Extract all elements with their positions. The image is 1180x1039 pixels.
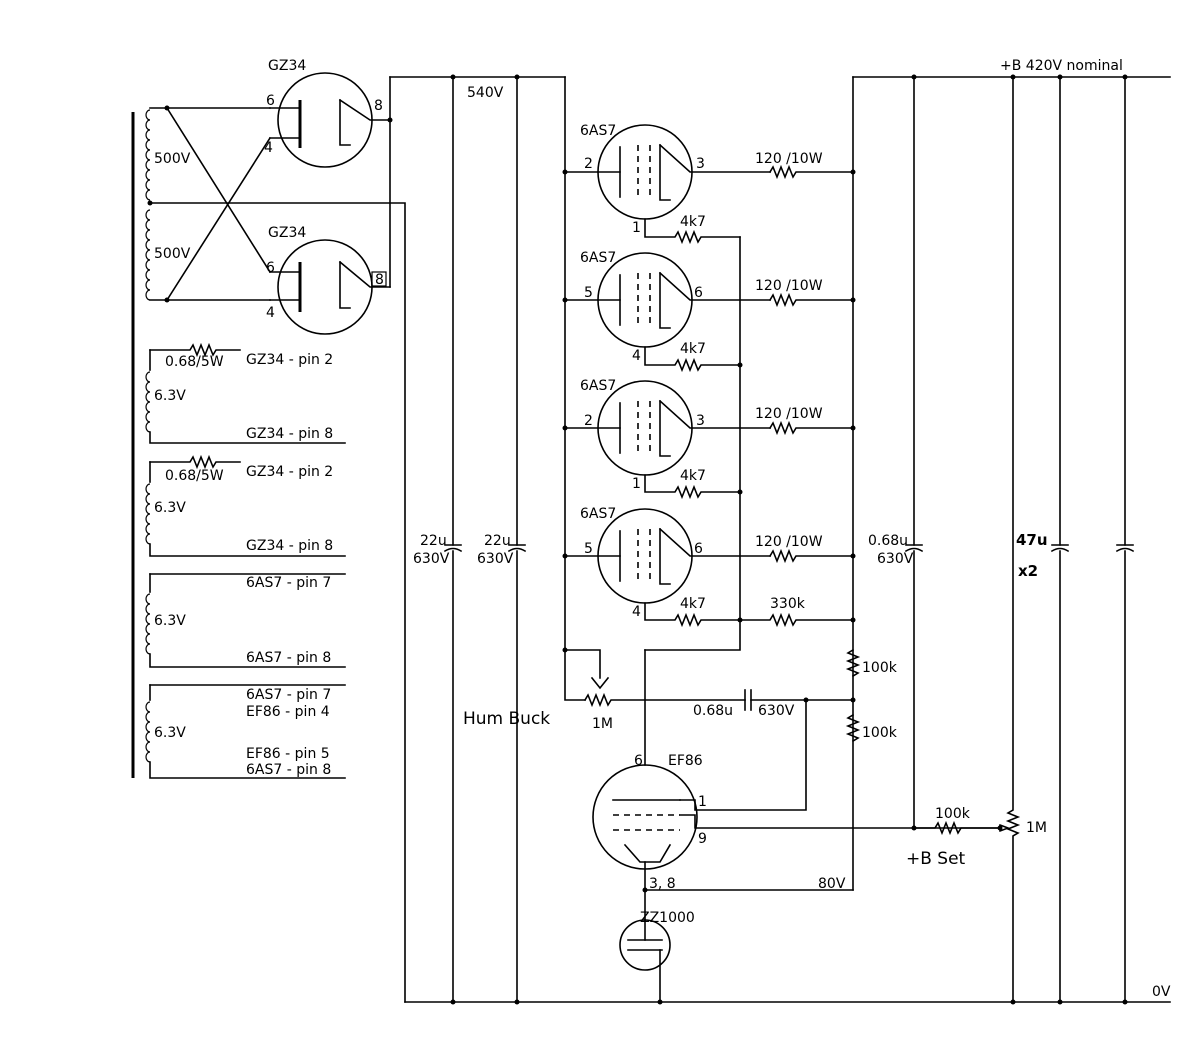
pin-ef-k: 3, 8 (649, 876, 676, 892)
label-hum-buck: Hum Buck (463, 709, 550, 729)
label-r-grid1: 4k7 (680, 214, 706, 230)
pin-t1-a: 1 (632, 220, 641, 236)
label-pot-1m-b: 1M (1026, 820, 1047, 836)
label-h2-top: GZ34 - pin 2 (246, 464, 333, 480)
tube-6as7-3: 6AS7 2 3 1 120 /10W 4k7 (562, 378, 856, 500)
rectifier-gz34-top: GZ34 6 4 8 (264, 58, 391, 168)
ref-tube-zz1000: ZZ1000 (619, 910, 695, 1005)
label-h4-a: 6AS7 - pin 7 (246, 687, 331, 703)
pin-t4-k: 6 (694, 541, 703, 557)
pin-t3-g: 2 (584, 413, 593, 429)
label-c2-val: 22u (484, 533, 511, 549)
pin-ef-g2: 9 (698, 831, 707, 847)
tube-ef86: EF86 6 1 9 3, 8 80V (592, 649, 1001, 921)
label-c4-mult: x2 (1018, 562, 1038, 580)
label-h3-top: 6AS7 - pin 7 (246, 575, 331, 591)
label-pot-1m-a: 1M (592, 716, 613, 732)
pin-r2-6: 6 (266, 260, 275, 276)
pin-r2-8: 8 (375, 272, 384, 288)
label-cap-hum-v: 630V (758, 703, 795, 719)
heater-winding-4: 6AS7 - pin 7 EF86 - pin 4 6.3V EF86 - pi… (145, 684, 346, 779)
cap-22u-1: 22u 630V (413, 74, 463, 1005)
heater-winding-1: 0.68/5W GZ34 - pin 2 6.3V GZ34 - pin 8 (145, 342, 346, 444)
cap-47u-pair: 47u x2 (1016, 74, 1135, 1005)
pin-r1-6: 6 (266, 93, 275, 109)
label-h2-bot: GZ34 - pin 8 (246, 538, 333, 554)
cap-068u: 0.68u 630V (868, 74, 924, 831)
pin-t1-g: 2 (584, 156, 593, 172)
label-ef86: EF86 (668, 753, 703, 769)
label-t2: 6AS7 (580, 250, 616, 266)
pin-ef-g1: 1 (698, 794, 707, 810)
pin-r1-4: 4 (264, 140, 273, 156)
pin-t2-g: 5 (584, 285, 593, 301)
label-80v: 80V (818, 876, 846, 892)
label-c4-val: 47u (1016, 531, 1048, 549)
b-set-network: 100k 1M +B Set (906, 74, 1047, 1005)
label-c3-volt: 630V (877, 551, 914, 567)
cap-22u-2: 22u 630V (477, 74, 527, 1005)
rectifier-gz34-bottom: GZ34 6 4 8 (266, 225, 391, 335)
pin-t2-k: 6 (694, 285, 703, 301)
pin-r1-8: 8 (374, 98, 383, 114)
label-gz34-1: GZ34 (268, 58, 306, 74)
label-h4-v: 6.3V (154, 725, 186, 741)
tube-6as7-2: 6AS7 5 6 4 120 /10W 4k7 (562, 250, 856, 373)
power-transformer: 500V 500V (131, 105, 406, 1003)
pin-t1-k: 3 (696, 156, 705, 172)
rails: +B 420V nominal 0V 540V (389, 58, 1171, 1003)
label-r-100k-b: 100k (862, 725, 898, 741)
label-c3-val: 0.68u (868, 533, 908, 549)
label-r-100k-a: 100k (862, 660, 898, 676)
hum-buck-network: 1M 0.68u 630V Hum Buck 100k 100k (463, 647, 898, 743)
tube-6as7-1: 6AS7 2 3 1 120 /10W 4k7 (562, 123, 856, 245)
label-r-series4: 120 /10W (755, 534, 823, 550)
label-c1-val: 22u (420, 533, 447, 549)
tube-6as7-4: 6AS7 5 6 4 120 /10W 4k7 330k (562, 506, 856, 628)
label-b-plus-rail: +B 420V nominal (1000, 58, 1123, 74)
label-h3-bot: 6AS7 - pin 8 (246, 650, 331, 666)
label-h3-v: 6.3V (154, 613, 186, 629)
label-h1-bot: GZ34 - pin 8 (246, 426, 333, 442)
label-r-series2: 120 /10W (755, 278, 823, 294)
label-r-grid4: 4k7 (680, 596, 706, 612)
pin-t3-a: 1 (632, 476, 641, 492)
label-r-grid3: 4k7 (680, 468, 706, 484)
pin-r2-4: 4 (266, 305, 275, 321)
pin-t4-g: 5 (584, 541, 593, 557)
label-h4-b: EF86 - pin 4 (246, 704, 330, 720)
label-c2-volt: 630V (477, 551, 514, 567)
label-0v-rail: 0V (1152, 984, 1171, 1000)
label-h4-c: EF86 - pin 5 (246, 746, 330, 762)
label-h1-v: 6.3V (154, 388, 186, 404)
label-t1: 6AS7 (580, 123, 616, 139)
label-500v-1: 500V (154, 151, 191, 167)
label-gz34-2: GZ34 (268, 225, 306, 241)
label-h1-top: GZ34 - pin 2 (246, 352, 333, 368)
label-r-series3: 120 /10W (755, 406, 823, 422)
label-c1-volt: 630V (413, 551, 450, 567)
label-cap-hum: 0.68u (693, 703, 733, 719)
label-068-5w-2: 0.68/5W (165, 468, 224, 484)
pin-ef-a: 6 (634, 753, 643, 769)
label-zz1000: ZZ1000 (640, 910, 695, 926)
heater-winding-3: 6AS7 - pin 7 6.3V 6AS7 - pin 8 (145, 573, 346, 668)
heater-winding-2: 0.68/5W GZ34 - pin 2 6.3V GZ34 - pin 8 (145, 454, 346, 557)
label-t4: 6AS7 (580, 506, 616, 522)
label-500v-2: 500V (154, 246, 191, 262)
label-r-100k-c: 100k (935, 806, 971, 822)
label-h2-v: 6.3V (154, 500, 186, 516)
label-b-set: +B Set (906, 849, 966, 869)
label-h4-d: 6AS7 - pin 8 (246, 762, 331, 778)
label-r-grid2: 4k7 (680, 341, 706, 357)
pin-t4-a: 4 (632, 604, 641, 620)
label-068-5w-1: 0.68/5W (165, 354, 224, 370)
label-540v: 540V (467, 85, 504, 101)
pin-t3-k: 3 (696, 413, 705, 429)
label-t3: 6AS7 (580, 378, 616, 394)
label-r-330k: 330k (770, 596, 806, 612)
label-r-series1: 120 /10W (755, 151, 823, 167)
pin-t2-a: 4 (632, 348, 641, 364)
